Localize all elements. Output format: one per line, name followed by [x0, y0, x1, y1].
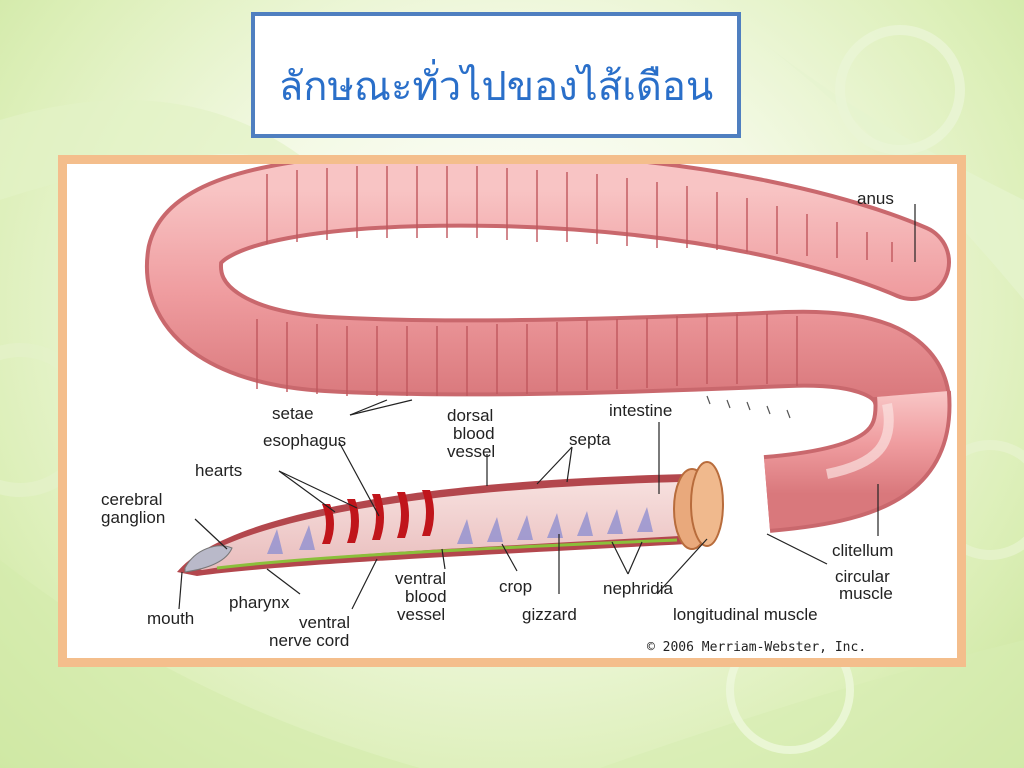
label-hearts: hearts — [195, 461, 242, 480]
label-intestine: intestine — [609, 401, 672, 420]
label-circular: circular — [835, 567, 890, 586]
label-dorsal-vessel: vessel — [447, 442, 495, 461]
label-ganglion: ganglion — [101, 508, 165, 527]
worm-body — [145, 164, 952, 533]
label-cerebral: cerebral — [101, 490, 162, 509]
label-pharynx: pharynx — [229, 593, 290, 612]
label-ventral-vessel: ventral — [395, 569, 446, 588]
diagram-frame: anus setae esophagus hearts cerebral gan… — [58, 155, 966, 667]
label-circular-muscle: muscle — [839, 584, 893, 603]
label-dorsal-blood: blood — [453, 424, 495, 443]
label-gizzard: gizzard — [522, 605, 577, 624]
label-esophagus: esophagus — [263, 431, 346, 450]
setae — [706, 395, 791, 419]
label-dorsal: dorsal — [447, 406, 493, 425]
label-septa: septa — [569, 430, 611, 449]
nephridia-shapes — [267, 507, 653, 554]
label-mouth: mouth — [147, 609, 194, 628]
label-crop: crop — [499, 577, 532, 596]
label-setae: setae — [272, 404, 314, 423]
label-anus: anus — [857, 189, 894, 208]
diagram-canvas: anus setae esophagus hearts cerebral gan… — [67, 164, 957, 658]
segment-rings — [256, 166, 893, 396]
label-longitudinal-muscle: longitudinal muscle — [673, 605, 818, 624]
title-box: ลักษณะทั่วไปของไส้เดือน — [251, 12, 741, 138]
earthworm-diagram: anus setae esophagus hearts cerebral gan… — [101, 164, 952, 655]
label-ventral-blood: blood — [405, 587, 447, 606]
label-nephridia: nephridia — [603, 579, 673, 598]
label-clitellum: clitellum — [832, 541, 893, 560]
label-ventral-nerve: ventral — [299, 613, 350, 632]
hearts-shapes — [322, 490, 434, 544]
label-ventral-vessel-2: vessel — [397, 605, 445, 624]
copyright-notice: © 2006 Merriam-Webster, Inc. — [647, 640, 866, 655]
slide-title: ลักษณะทั่วไปของไส้เดือน — [278, 64, 714, 110]
leader-lines — [178, 204, 916, 610]
label-nerve-cord: nerve cord — [269, 631, 349, 650]
